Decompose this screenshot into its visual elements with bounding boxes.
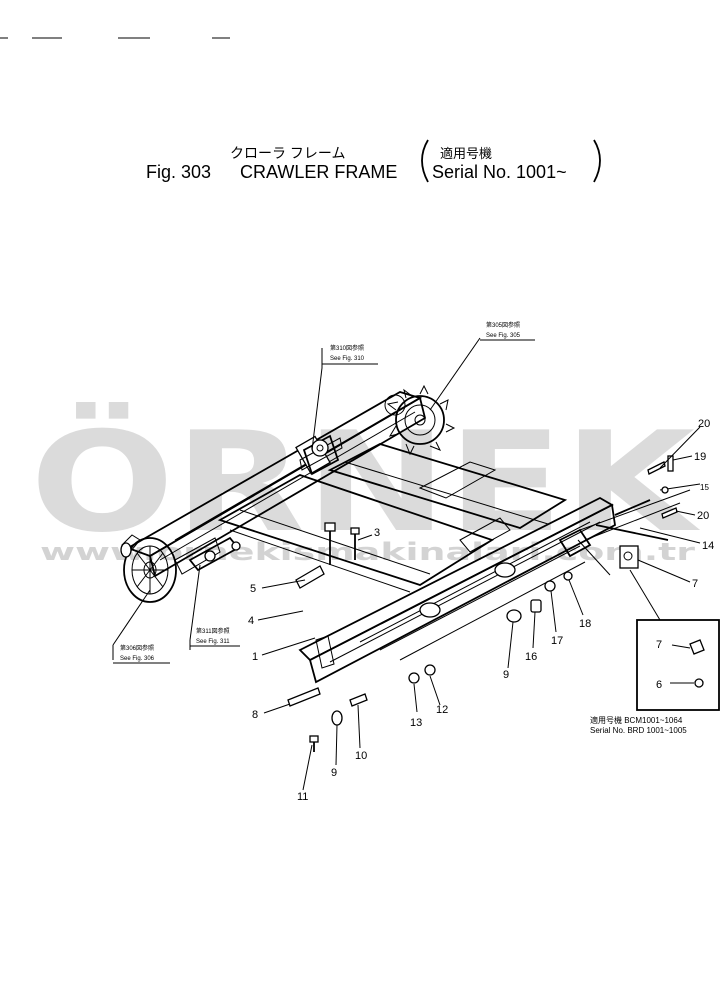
label-part-15: 15	[700, 483, 709, 492]
label-part-11: 11	[297, 791, 308, 803]
center-plate	[295, 522, 360, 589]
detail-inset: 7 6 適用号機 BCM1001~1064 Serial No. BRD 100…	[590, 619, 720, 735]
callout-311-jp: 第311図参照	[196, 627, 230, 635]
callout-310-jp: 第310図参照	[330, 344, 364, 352]
serial-number: Serial No. 1001~	[432, 162, 567, 182]
bracket-7	[619, 545, 639, 569]
callout-306-jp: 第306図参照	[120, 644, 154, 652]
label-part-19: 19	[694, 451, 706, 463]
roller-guard	[188, 536, 241, 572]
rear-bracket	[558, 489, 691, 558]
watermark: ÖRNEK www.ornekismakinalari.com.tr	[30, 402, 701, 566]
callout-305-jp: 第305図参照	[486, 321, 520, 329]
nut-12	[424, 664, 436, 676]
leader-lines	[112, 337, 701, 791]
figure-number: Fig. 303	[146, 162, 211, 182]
pin-19	[667, 455, 674, 472]
washer-18	[563, 571, 573, 581]
front-idler	[120, 534, 221, 603]
part-15	[661, 486, 669, 494]
inset-label-part-7: 7	[656, 639, 662, 651]
cross-members	[217, 443, 568, 593]
figure-title: CRAWLER FRAME	[240, 162, 397, 182]
label-part-20-lower: 20	[697, 510, 709, 522]
crawler-frame-drawing	[120, 384, 691, 684]
loose-parts	[287, 455, 701, 752]
label-part-7-main: 7	[692, 578, 698, 590]
serial-japanese: 適用号機	[440, 146, 492, 161]
label-part-17: 17	[551, 635, 563, 647]
bolt-10	[349, 693, 368, 707]
label-part-4: 4	[248, 615, 254, 627]
rear-sprocket	[384, 384, 456, 456]
label-part-9-lower: 9	[331, 767, 337, 779]
label-part-18: 18	[579, 618, 591, 630]
label-part-8: 8	[252, 709, 258, 721]
pin-8	[287, 687, 321, 707]
title-block: クローラ フレーム Fig. 303 CRAWLER FRAME 適用号機 Se…	[146, 139, 601, 183]
callout-310: See Fig. 310	[330, 356, 365, 362]
see-fig-callouts: 第310図参照 See Fig. 310 第305図参照 See Fig. 30…	[113, 321, 535, 664]
nut-17	[544, 580, 556, 592]
right-track-frame	[298, 496, 616, 684]
label-part-16: 16	[525, 651, 537, 663]
label-part-5: 5	[250, 583, 256, 595]
carrier-roller	[302, 434, 340, 476]
rod-14	[595, 524, 669, 541]
inset-note-line2: Serial No. BRD 1001~1005	[590, 726, 687, 735]
label-part-10: 10	[355, 750, 367, 762]
watermark-url: www.ornekismakinalari.com.tr	[40, 538, 695, 566]
part-number-labels: 1 3 4 5 7 8 9 10 11 12 13 9 16 17 18 14 …	[248, 418, 714, 803]
bushing-16	[530, 599, 542, 613]
pin-20-upper	[647, 461, 666, 475]
label-part-3: 3	[374, 527, 380, 539]
label-part-20-upper: 20	[698, 418, 710, 430]
left-track-frame	[125, 391, 427, 578]
label-part-14: 14	[702, 540, 714, 552]
callout-311: See Fig. 311	[196, 639, 230, 645]
label-part-1: 1	[252, 651, 258, 663]
callout-305: See Fig. 305	[486, 333, 521, 339]
washer-9-upper	[506, 609, 522, 623]
label-part-13: 13	[410, 717, 422, 729]
label-part-9-upper: 9	[503, 669, 509, 681]
washer-9-lower	[331, 710, 343, 726]
callout-306: See Fig. 306	[120, 656, 155, 662]
bolt-11	[309, 735, 319, 743]
inset-note-line1: 適用号機 BCM1001~1064	[590, 715, 683, 725]
nut-13	[408, 672, 420, 684]
title-japanese: クローラ フレーム	[230, 145, 345, 161]
pin-20-lower	[661, 507, 678, 519]
label-part-12: 12	[436, 704, 448, 716]
inset-label-part-6: 6	[656, 679, 662, 691]
